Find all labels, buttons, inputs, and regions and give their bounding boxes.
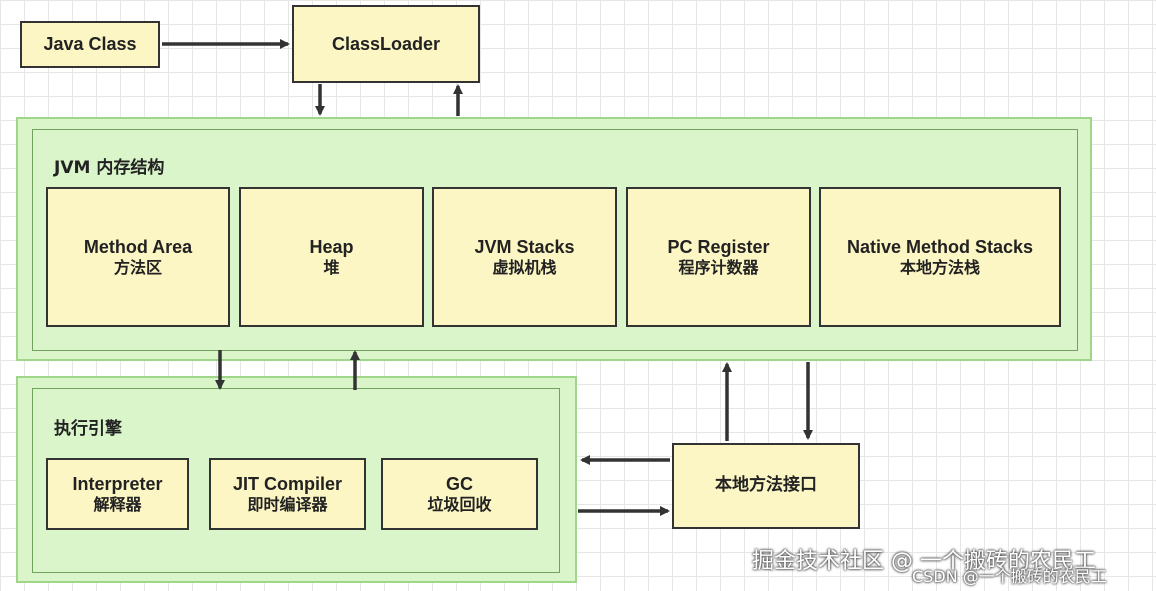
- watermark-main: 掘金技术社区 @ 一个搬砖的农民工: [752, 549, 1096, 574]
- method-area-box: Method Area 方法区: [46, 187, 230, 327]
- interpreter-zh: 解释器: [93, 495, 142, 515]
- gc-zh: 垃圾回收: [427, 495, 492, 515]
- native-method-stacks-zh: 本地方法栈: [899, 258, 980, 278]
- method-area-en: Method Area: [83, 236, 193, 257]
- native-method-stacks-box: Native Method Stacks 本地方法栈: [819, 187, 1061, 327]
- heap-box: Heap 堆: [239, 187, 424, 327]
- jvm-stacks-zh: 虚拟机栈: [492, 258, 557, 278]
- class-loader-label: ClassLoader: [331, 33, 441, 54]
- jvm-memory-title: JVM 内存结构: [54, 158, 165, 178]
- gc-box: GC 垃圾回收: [381, 458, 538, 530]
- method-area-zh: 方法区: [113, 258, 162, 278]
- java-class-label: Java Class: [43, 34, 137, 55]
- heap-en: Heap: [309, 236, 354, 257]
- gc-en: GC: [446, 473, 473, 494]
- pc-register-en: PC Register: [667, 236, 770, 257]
- jit-compiler-en: JIT Compiler: [232, 473, 343, 494]
- native-method-stacks-en: Native Method Stacks: [846, 236, 1034, 257]
- interpreter-en: Interpreter: [72, 473, 163, 494]
- native-interface-label: 本地方法接口: [715, 475, 817, 496]
- interpreter-box: Interpreter 解释器: [46, 458, 189, 530]
- heap-zh: 堆: [323, 258, 340, 278]
- class-loader-box: ClassLoader: [292, 5, 480, 83]
- pc-register-box: PC Register 程序计数器: [626, 187, 811, 327]
- jit-compiler-box: JIT Compiler 即时编译器: [209, 458, 366, 530]
- java-class-box: Java Class: [20, 21, 160, 68]
- watermark-csdn: CSDN @一个搬砖的农民工: [912, 567, 1107, 586]
- jvm-stacks-box: JVM Stacks 虚拟机栈: [432, 187, 617, 327]
- pc-register-zh: 程序计数器: [678, 258, 759, 278]
- jit-compiler-zh: 即时编译器: [247, 495, 328, 515]
- native-interface-box: 本地方法接口: [672, 443, 860, 529]
- execution-engine-title: 执行引擎: [54, 419, 122, 439]
- jvm-stacks-en: JVM Stacks: [474, 236, 575, 257]
